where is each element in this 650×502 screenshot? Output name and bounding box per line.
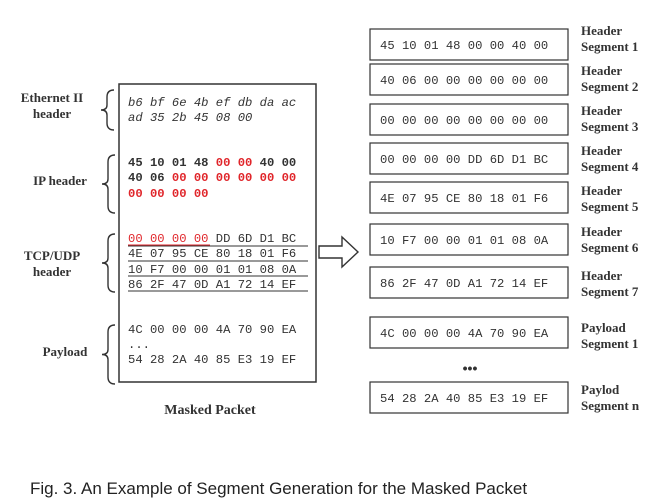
packet-byte-run: ad 35 2b 45 08 00: [128, 111, 252, 125]
section-label: IP header: [33, 173, 87, 188]
segment-ellipsis: •••: [463, 360, 478, 376]
segment-hex: 86 2F 47 0D A1 72 14 EF: [380, 277, 548, 291]
packet-byte-run: 45 10 01 48: [128, 156, 216, 170]
segment-label: Segment 4: [581, 159, 639, 174]
segment-label: Header: [581, 268, 622, 283]
packet-byte-run: 86 2F 47 0D A1 72 14 EF: [128, 278, 296, 292]
packet-byte-run: DD 6D D1 BC: [208, 232, 296, 246]
segment-hex: 00 00 00 00 00 00 00 00: [380, 114, 548, 128]
figure-caption: Fig. 3. An Example of Segment Generation…: [30, 479, 527, 498]
packet-byte-run: 4E 07 95 CE 80 18 01 F6: [128, 247, 296, 261]
segment-hex: 00 00 00 00 DD 6D D1 BC: [380, 153, 548, 167]
segment-hex: 54 28 2A 40 85 E3 19 EF: [380, 392, 548, 406]
packet-line: 00 00 00 00 DD 6D D1 BC: [128, 232, 296, 246]
right-arrow-icon: [318, 235, 360, 269]
segment-label: Paylod: [581, 382, 620, 397]
segment-label: Header: [581, 103, 622, 118]
curly-brace-icon: [100, 89, 115, 131]
segment-label: Segment 7: [581, 284, 639, 299]
section-label: header: [33, 264, 72, 279]
segment-hex: 10 F7 00 00 01 01 08 0A: [380, 234, 549, 248]
packet-byte-run: 00 00: [216, 156, 253, 170]
segment-label: Header: [581, 224, 622, 239]
segment-box: [369, 63, 569, 96]
segment-hex: 4C 00 00 00 4A 70 90 EA: [380, 327, 549, 341]
packet-byte-run: 10 F7 00 00 01 01 08 0A: [128, 263, 297, 277]
segment-label: Segment 5: [581, 199, 639, 214]
segment-box: [369, 181, 569, 214]
packet-line: 4E 07 95 CE 80 18 01 F6: [128, 247, 296, 261]
segment-box: [369, 381, 569, 414]
segment-box: [369, 316, 569, 349]
segment-label: Segment n: [581, 398, 640, 413]
section-label: Ethernet II: [21, 90, 83, 105]
packet-byte-run: 00 00 00 00 00 00: [172, 171, 296, 185]
masked-packet-box: [118, 83, 317, 383]
packet-segment-dividers: [128, 244, 308, 292]
curly-brace-icon: [101, 154, 116, 214]
segment-label: Header: [581, 183, 622, 198]
packet-line: 45 10 01 48 00 00 40 00: [128, 156, 296, 170]
segment-label: Header: [581, 23, 622, 38]
packet-byte-run: ...: [128, 338, 150, 352]
curly-brace-icon: [101, 324, 116, 385]
segment-label: Payload: [581, 320, 627, 335]
segment-label: Segment 3: [581, 119, 639, 134]
segment-box: [369, 266, 569, 299]
packet-line: 54 28 2A 40 85 E3 19 EF: [128, 353, 296, 367]
segment-hex: 4E 07 95 CE 80 18 01 F6: [380, 192, 548, 206]
segment-label: Segment 1: [581, 39, 638, 54]
segment-hex: 45 10 01 48 00 00 40 00: [380, 39, 548, 53]
packet-line: 00 00 00 00: [128, 187, 208, 201]
section-label: TCP/UDP: [24, 248, 80, 263]
segment-box: [369, 142, 569, 175]
packet-line: 4C 00 00 00 4A 70 90 EA: [128, 323, 297, 337]
segment-box: [369, 223, 569, 256]
segment-label: Header: [581, 63, 622, 78]
packet-byte-run: 4C 00 00 00 4A 70 90 EA: [128, 323, 297, 337]
packet-byte-run: 40 00: [252, 156, 296, 170]
packet-line: ...: [128, 338, 150, 352]
masked-packet-caption: Masked Packet: [164, 403, 256, 418]
packet-line: 10 F7 00 00 01 01 08 0A: [128, 263, 297, 277]
packet-line: 86 2F 47 0D A1 72 14 EF: [128, 278, 296, 292]
segment-label: Segment 2: [581, 79, 638, 94]
packet-line: ad 35 2b 45 08 00: [128, 111, 252, 125]
packet-byte-run: 40 06: [128, 171, 172, 185]
section-label: Payload: [43, 344, 89, 359]
packet-byte-run: 54 28 2A 40 85 E3 19 EF: [128, 353, 296, 367]
segment-label: Segment 6: [581, 240, 639, 255]
segment-label: Segment 1: [581, 336, 638, 351]
segment-label: Header: [581, 143, 622, 158]
segment-box: [369, 28, 569, 61]
packet-byte-run: 00 00 00 00: [128, 232, 208, 246]
segment-box: [369, 103, 569, 136]
section-label: header: [33, 106, 72, 121]
packet-byte-run: b6 bf 6e 4b ef db da ac: [128, 96, 296, 110]
packet-line: b6 bf 6e 4b ef db da ac: [128, 96, 296, 110]
curly-brace-icon: [101, 233, 116, 293]
segment-hex: 40 06 00 00 00 00 00 00: [380, 74, 548, 88]
packet-line: 40 06 00 00 00 00 00 00: [128, 171, 296, 185]
packet-byte-run: 00 00 00 00: [128, 187, 208, 201]
